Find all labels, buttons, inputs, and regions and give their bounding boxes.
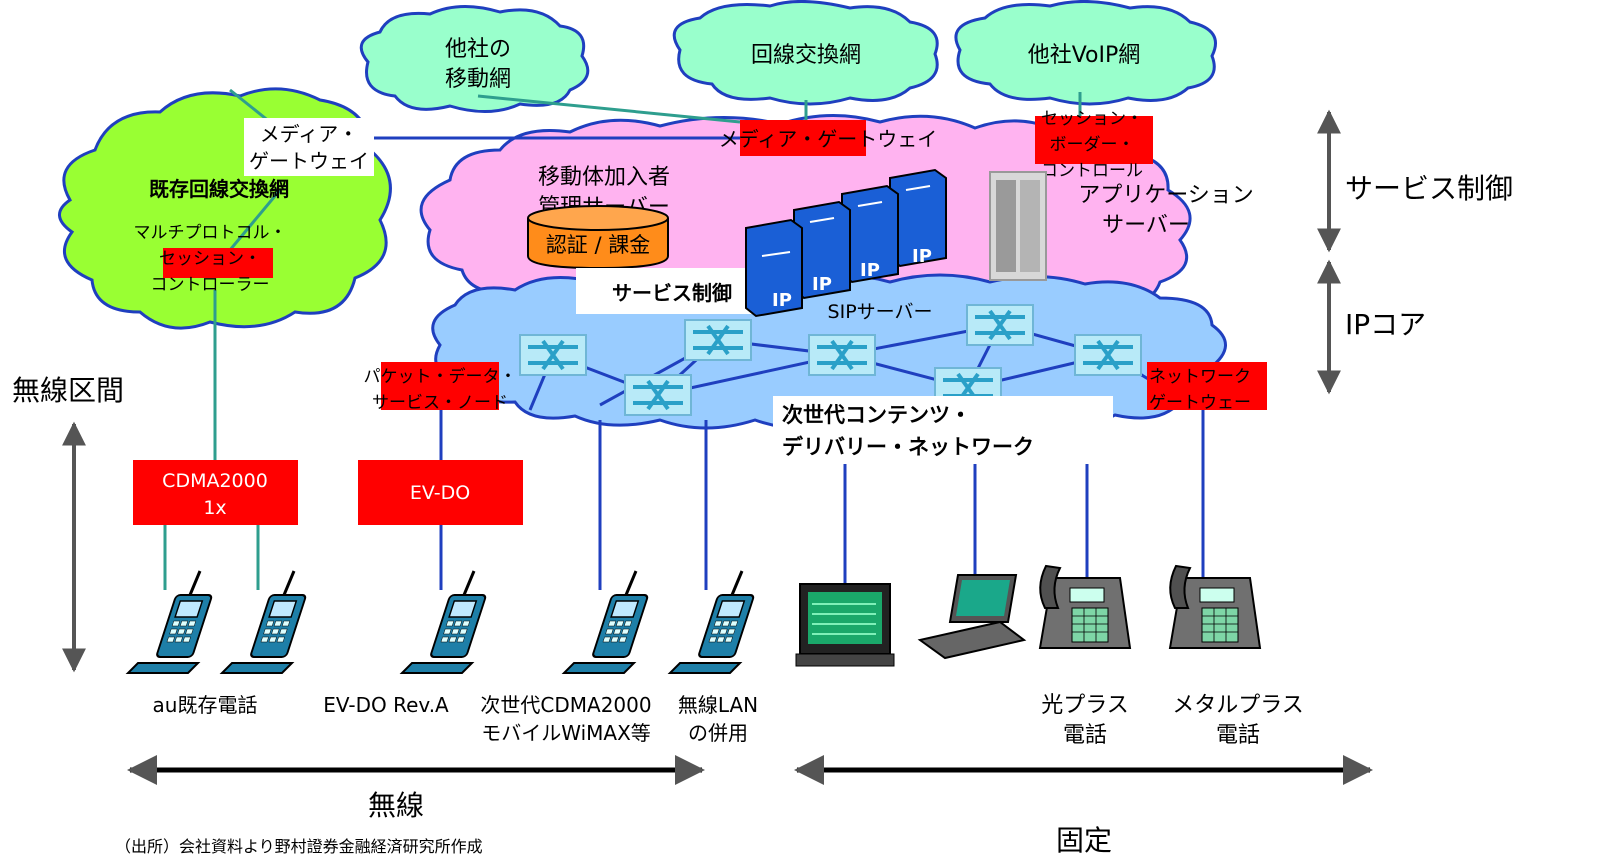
media-gateway-left-label-1: メディア・: [260, 122, 359, 146]
circuit-switched-cloud: [672, 0, 939, 106]
next-gen-label-1: 次世代CDMA2000: [480, 693, 651, 717]
sip-ip-label-4: IP: [912, 246, 932, 267]
evdo-label: EV-DO: [410, 482, 470, 504]
router-icon-4: [965, 303, 1035, 347]
source-note: （出所）会社資料より野村證券金融経済研究所作成: [115, 837, 483, 856]
service-control-inner-label: サービス制御: [612, 281, 732, 305]
desk-phone-icon-2: [1169, 565, 1261, 649]
pdsn-red-box: [381, 362, 499, 410]
sbc-label-2: ボーダー・: [1050, 135, 1135, 155]
cdma-label-2: 1x: [203, 497, 226, 519]
monitor-icon: [795, 583, 895, 667]
cellphone-icon-4: [562, 569, 650, 675]
evdo-reva-label: EV-DO Rev.A: [323, 693, 449, 717]
fixed-label: 固定: [1056, 824, 1112, 857]
other-mobile-cloud: [359, 4, 590, 114]
mpsc-label-2: セッション・: [159, 249, 261, 269]
cdn-box: [773, 396, 1113, 464]
other-voip-label: 他社VoIP網: [1028, 43, 1141, 68]
wlan-label-1: 無線LAN: [678, 693, 758, 717]
sip-ip-label-1: IP: [772, 290, 792, 311]
sip-server-label: SIPサーバー: [828, 301, 933, 323]
wlan-label-2: の併用: [688, 721, 748, 745]
cellphone-icon-5: [668, 569, 756, 675]
sbc-red-box: [1035, 116, 1153, 164]
cdma-label-1: CDMA2000: [162, 470, 268, 492]
pdsn-label-1: パケット・データ・: [364, 366, 517, 387]
app-server-label-2: サーバー: [1102, 213, 1190, 238]
cdma-red-box: [133, 460, 298, 525]
au-phone-label: au既存電話: [153, 693, 258, 717]
router-icon-6: [623, 373, 693, 417]
sip-ip-label-2: IP: [812, 274, 832, 295]
cellphone-icon-1: [126, 569, 214, 675]
mpsc-red-box: [163, 248, 273, 278]
media-gateway-left-box: [244, 118, 374, 176]
metal-label-2: 電話: [1216, 723, 1260, 748]
network-gateway-label-2: ゲートウェー: [1149, 393, 1251, 413]
other-voip-cloud: [954, 0, 1217, 106]
router-icon-5: [1073, 333, 1143, 377]
existing-network-title: 既存回線交換網: [149, 177, 289, 201]
cdn-label-2: デリバリー・ネットワーク: [782, 435, 1034, 459]
router-icon-1: [518, 333, 588, 377]
server-unit-1: [745, 218, 803, 318]
mpsc-label-3: コントローラー: [151, 275, 270, 295]
subscriber-server-label-1: 移動体加入者: [538, 165, 670, 190]
auth-billing-label: 認証 / 課金: [546, 233, 650, 257]
other-mobile-label-1: 他社の: [445, 37, 511, 62]
router-icon-3: [807, 333, 877, 377]
ip-core-right-label: IPコア: [1345, 308, 1426, 341]
desk-phone-icons: [1039, 565, 1261, 649]
network-gateway-label-1: ネットワーク: [1149, 367, 1251, 387]
metal-label-1: メタルプラス: [1172, 693, 1304, 718]
pdsn-label-2: サービス・ノード: [372, 393, 508, 413]
sbc-label-1: セッション・: [1041, 109, 1143, 129]
router-icon-2: [683, 318, 753, 362]
other-mobile-label-2: 移動網: [445, 67, 511, 92]
media-gateway-left-label-2: ゲートウェイ: [249, 149, 369, 173]
circuit-switched-label: 回線交換網: [751, 43, 861, 68]
cellphone-icon-2: [220, 569, 308, 675]
mpsc-label-1: マルチプロトコル・: [134, 223, 287, 243]
service-control-inner-box: [576, 268, 772, 314]
hikari-label-1: 光プラス: [1041, 693, 1129, 718]
evdo-red-box: [358, 460, 523, 525]
sbc-label-3: コントロール: [1041, 161, 1143, 181]
media-gateway-red-box: [740, 120, 866, 156]
desk-phone-icon-1: [1039, 565, 1131, 649]
app-server-label-1: アプリケーション: [1078, 183, 1254, 208]
sip-ip-label-3: IP: [860, 260, 880, 281]
cellphone-icon-3: [400, 569, 488, 675]
sip-server-stack: [745, 168, 947, 318]
media-gateway-center-label: メディア・ゲートウェイ: [719, 127, 938, 151]
network-gateway-red-box: [1147, 362, 1267, 410]
wireless-section-label: 無線区間: [12, 374, 124, 407]
cdn-label-1: 次世代コンテンツ・: [782, 403, 971, 427]
server-rack-icon: [989, 171, 1047, 281]
laptop-icon: [917, 574, 1027, 660]
wireless-label: 無線: [368, 789, 424, 822]
next-gen-label-2: モバイルWiMAX等: [481, 721, 651, 745]
hikari-label-2: 電話: [1063, 723, 1107, 748]
service-control-right-label: サービス制御: [1345, 172, 1513, 205]
